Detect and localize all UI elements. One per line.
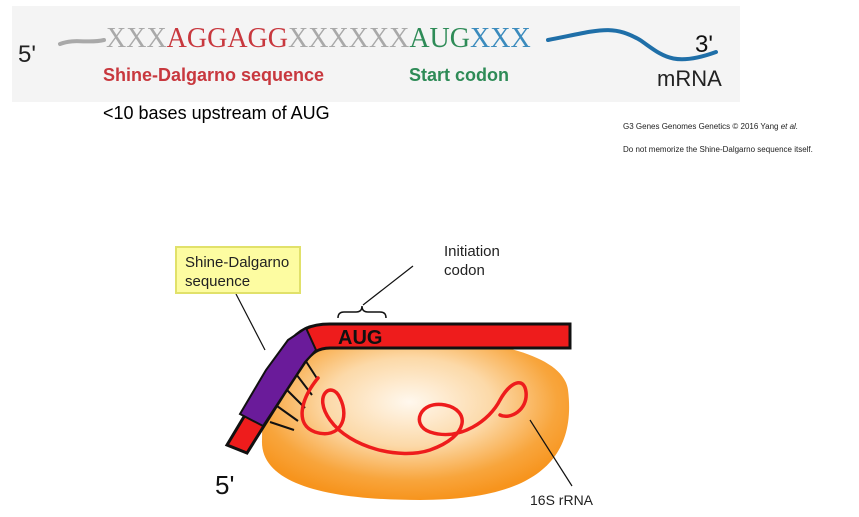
start-codon-label: Start codon [409,65,510,85]
initiation-codon-label: Initiation codon [444,243,500,279]
memorize-note: Do not memorize the Shine-Dalgarno seque… [623,145,813,154]
rrna-label: 16S rRNA [530,492,594,508]
sequence-segment: XXXXXX [288,23,409,54]
sequence-segment: AUG [409,23,470,54]
mrna-sequence-panel [12,6,740,102]
upstream-note: <10 bases upstream of AUG [103,103,330,123]
five-prime-end-label: 5' [215,470,235,500]
five-prime-label: 5' [18,41,36,68]
sequence-segment: AGGAGG [167,23,288,54]
credit-italic: et al. [780,122,799,131]
initiation-codon-brace [337,305,387,319]
mrna-sequence: XXXAGGAGGXXXXXXAUGXXX [106,23,531,54]
rrna-strand [300,376,528,456]
shine-dalgarno-label: Shine-Dalgarno sequence [103,65,325,85]
sd-sequence-segment [238,326,318,428]
shine-dalgarno-callout: Shine-Dalgarno sequence [175,246,301,294]
credit-line: G3 Genes Genomes Genetics © 2016 Yang et… [623,122,798,131]
sequence-segment: XXX [106,23,167,54]
callout-pointer-line [235,293,266,351]
mrna-label: mRNA [657,66,722,91]
credit-prefix: G3 Genes Genomes Genetics © 2016 Yang [623,122,781,131]
mrna-5prime-tail [58,38,106,46]
sequence-segment: XXX [470,23,531,54]
rrna-pointer-line [529,419,573,487]
three-prime-label: 3' [695,31,713,58]
ribosome-small-subunit [261,336,570,500]
initiation-pointer-line [362,265,414,306]
mrna-3prime-tail [546,28,718,62]
aug-codon-label: AUG [338,327,382,349]
